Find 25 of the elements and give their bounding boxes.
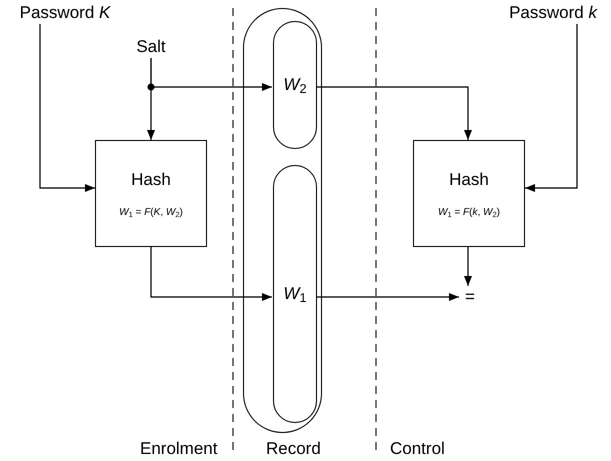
arrow [150, 58, 272, 91]
section-label: Control [390, 438, 445, 460]
arrow [316, 86, 472, 140]
process-box [413, 140, 525, 247]
node-label: Salt [136, 36, 166, 58]
section-label: Enrolment [140, 438, 218, 460]
process-box [95, 140, 207, 247]
arrow [39, 24, 95, 192]
formula: W$_{1}$ = F(k, W$_{2}$) [438, 206, 500, 220]
arrow [150, 247, 272, 301]
record-slot [273, 21, 317, 149]
node-label: W$_{2}$ [283, 74, 307, 98]
record-capsule [243, 8, 322, 433]
node-label: = [465, 286, 475, 308]
box-title: Hash [131, 169, 171, 192]
formula: W$_{1}$ = F(K, W$_{2}$) [119, 206, 183, 220]
node-label: Password k [509, 2, 597, 24]
node-label: W$_{1}$ [283, 283, 307, 307]
arrow [464, 247, 472, 286]
box-title: Hash [449, 169, 489, 192]
arrow [316, 293, 459, 301]
node-label: Password K [20, 2, 110, 24]
section-label: Record [266, 438, 321, 460]
record-slot [273, 165, 317, 423]
arrow [525, 24, 578, 192]
